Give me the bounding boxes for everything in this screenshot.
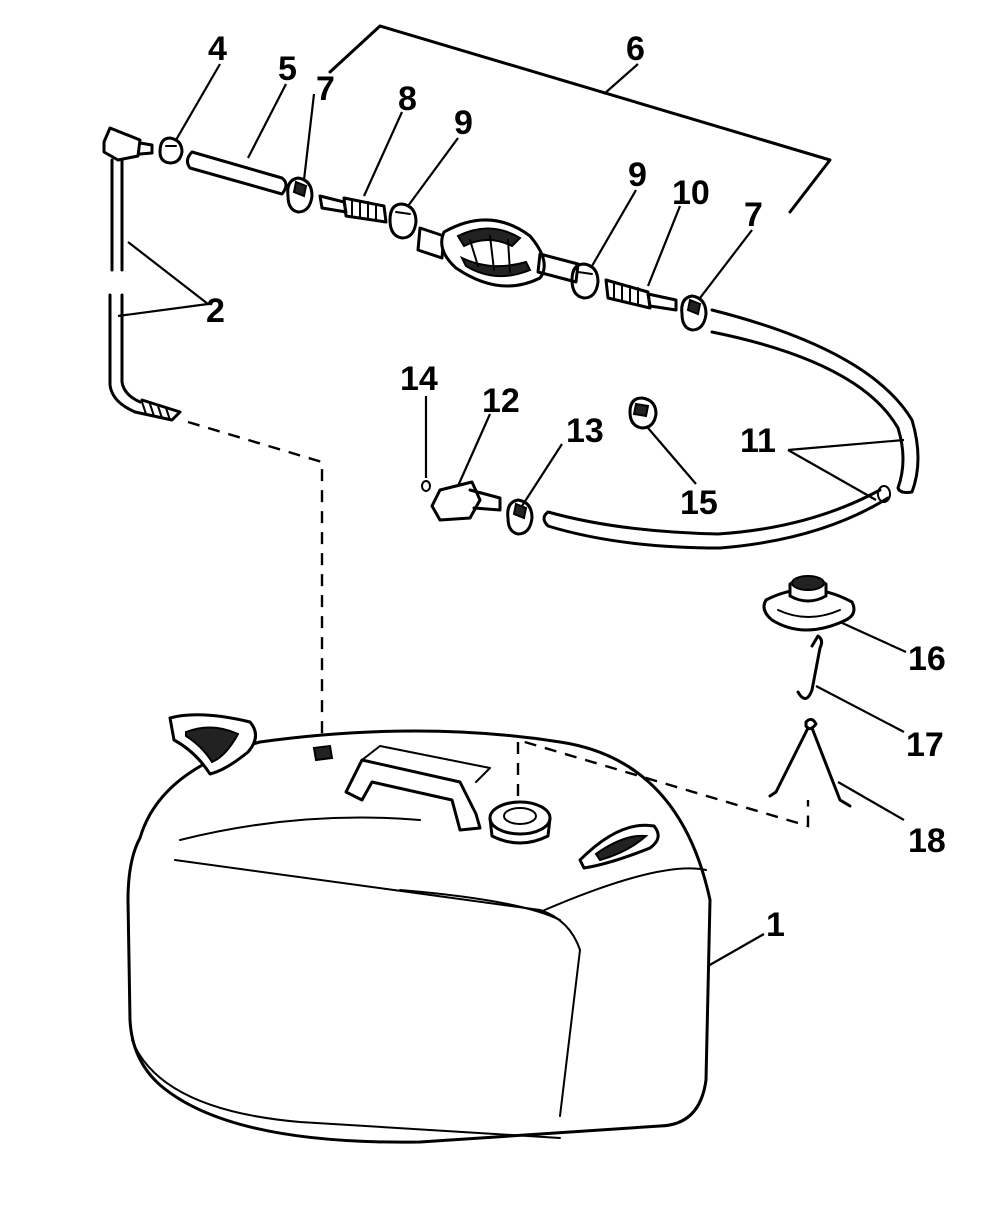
clamp-7-left (286, 176, 314, 214)
connector-12 (421, 480, 502, 522)
fitting-8 (318, 194, 388, 224)
hose-5 (185, 150, 288, 196)
assembly-lines (187, 420, 810, 828)
clamp-4 (158, 136, 184, 165)
clamp-13 (506, 498, 534, 536)
callout-11: 11 (740, 422, 776, 460)
hose-11 (542, 308, 920, 550)
callout-5: 5 (278, 50, 297, 88)
callouts: 4 5 7 8 9 6 2 9 10 7 14 12 13 11 15 16 1… (206, 30, 946, 944)
callout-9-left: 9 (454, 104, 473, 142)
callout-15: 15 (680, 484, 718, 522)
fitting-10 (604, 278, 678, 312)
callout-13: 13 (566, 412, 604, 450)
callout-7-left: 7 (316, 70, 335, 108)
callout-18: 18 (908, 822, 946, 860)
clamp-9-left (388, 202, 418, 240)
leader-lines (117, 63, 907, 967)
callout-8: 8 (398, 80, 417, 118)
spring-18 (768, 717, 852, 808)
callout-16: 16 (908, 640, 946, 678)
callout-4: 4 (208, 30, 227, 68)
callout-14: 14 (400, 360, 438, 398)
callout-7-right: 7 (744, 196, 763, 234)
clamp-9-right (570, 262, 600, 300)
clamp-15 (628, 396, 658, 430)
clamp-7-right (680, 294, 708, 332)
fuel-tank-1 (126, 713, 712, 1144)
callout-1: 1 (766, 906, 785, 944)
callout-10: 10 (672, 174, 710, 212)
hook-17 (796, 634, 824, 700)
pickup-tube (102, 126, 182, 422)
callout-2: 2 (206, 292, 225, 330)
callout-17: 17 (906, 726, 944, 764)
fuel-cap-16 (762, 575, 856, 632)
callout-12: 12 (482, 382, 520, 420)
bracket-6 (328, 24, 832, 214)
callout-6: 6 (626, 30, 645, 68)
primer-bulb (416, 218, 580, 288)
callout-9-right: 9 (628, 156, 647, 194)
